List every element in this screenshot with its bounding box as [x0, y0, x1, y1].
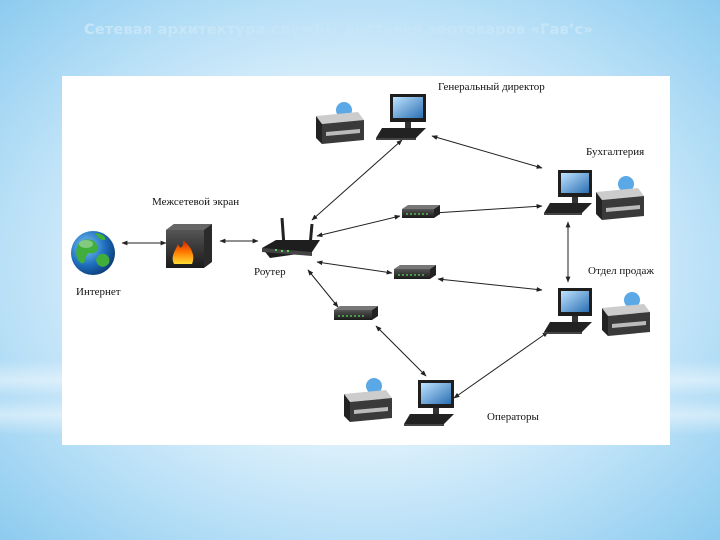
label-sales: Отдел продаж	[588, 265, 654, 277]
link-router-switch1	[316, 214, 401, 238]
printer-icon	[344, 378, 392, 422]
link-router-switch3	[307, 269, 339, 308]
link-switch1-accounting	[433, 203, 543, 216]
connector-lines	[121, 135, 571, 399]
link-switch3-operators	[375, 325, 427, 377]
link-director-accounting	[431, 135, 543, 169]
computer-icon	[376, 94, 426, 140]
link-sales-operators	[453, 331, 549, 399]
link-router-switch2	[316, 260, 393, 275]
network-diagram: Генеральный директор Бухгалтерия Межсете…	[62, 76, 670, 445]
printer-icon	[596, 176, 644, 220]
link-router-director	[311, 139, 403, 221]
printer-icon	[316, 102, 364, 144]
label-director: Генеральный директор	[438, 81, 545, 93]
switch-icon	[394, 265, 436, 279]
computer-icon	[544, 288, 592, 334]
label-firewall: Межсетевой экран	[152, 196, 240, 208]
computer-icon	[544, 170, 592, 215]
firewall-icon	[166, 224, 212, 268]
globe-icon	[71, 231, 115, 275]
slide-title: Сетевая архитектура службы доставки зоот…	[84, 22, 593, 38]
printer-icon	[602, 292, 650, 336]
label-operators: Операторы	[487, 411, 539, 423]
switch-icon	[334, 306, 378, 320]
label-internet: Интернет	[76, 286, 121, 298]
computer-icon	[404, 380, 454, 426]
switch-icon	[402, 205, 440, 218]
diagram-canvas	[71, 94, 650, 426]
link-switch2-sales	[437, 277, 543, 292]
router-icon	[262, 217, 320, 258]
label-router: Роутер	[254, 266, 286, 278]
label-accounting: Бухгалтерия	[586, 146, 645, 158]
